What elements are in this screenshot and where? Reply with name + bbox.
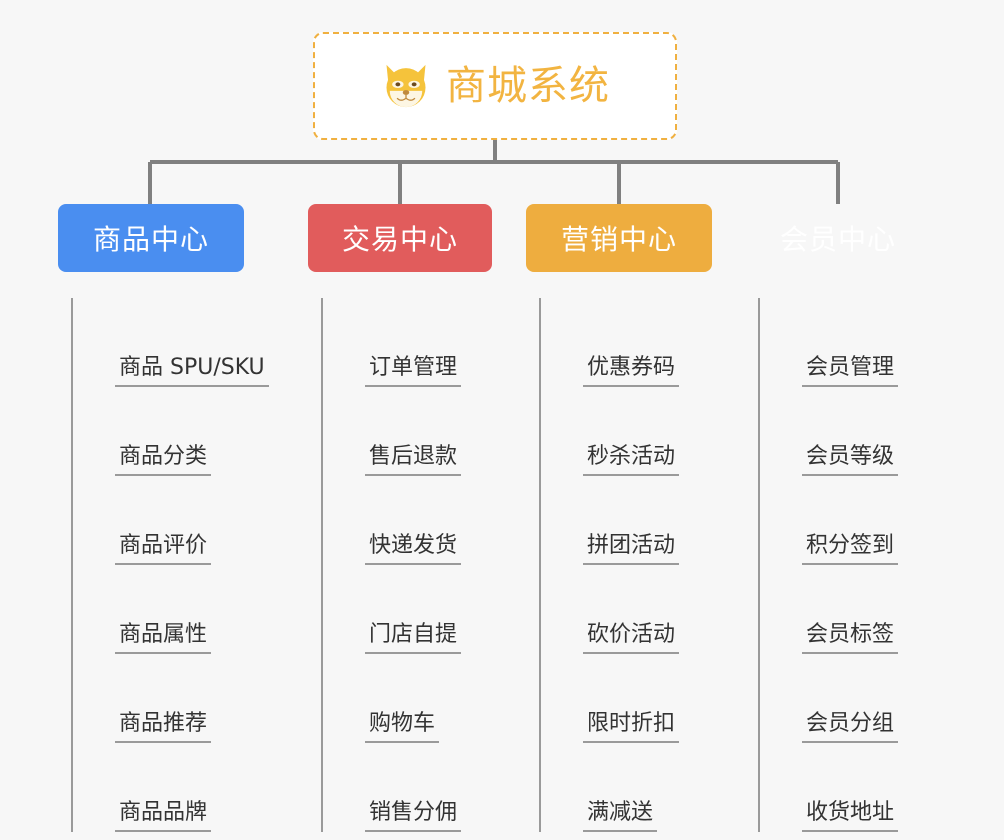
- list-item[interactable]: 收货地址: [760, 743, 931, 832]
- leaf-label: 门店自提: [365, 621, 462, 654]
- branch-column-0: 商品中心 商品 SPU/SKU 商品分类 商品评价 商品属性 商品推荐 商品品牌: [58, 204, 269, 832]
- root-node[interactable]: 商城系统: [313, 32, 677, 140]
- leaf-label: 拼团活动: [583, 532, 680, 565]
- branch-header-label-3: 会员中心: [779, 223, 896, 256]
- branch-header-2[interactable]: 营销中心: [526, 204, 712, 272]
- leaf-label: 会员管理: [802, 354, 899, 387]
- leaf-label: 商品品牌: [115, 799, 212, 832]
- leaf-label: 积分签到: [802, 532, 899, 565]
- list-item[interactable]: 购物车: [323, 654, 492, 743]
- branch-column-2: 营销中心 优惠券码 秒杀活动 拼团活动 砍价活动 限时折扣 满减送: [526, 204, 712, 832]
- leaf-label: 限时折扣: [583, 710, 680, 743]
- list-item[interactable]: 秒杀活动: [541, 387, 712, 476]
- list-item[interactable]: 商品推荐: [73, 654, 244, 743]
- leaf-label: 商品分类: [115, 443, 212, 476]
- list-item[interactable]: 满减送: [541, 743, 712, 832]
- list-item[interactable]: 砍价活动: [541, 565, 712, 654]
- branch-column-1: 交易中心 订单管理 售后退款 快递发货 门店自提 购物车 销售分佣: [308, 204, 492, 832]
- branch-column-3: 会员中心 会员管理 会员等级 积分签到 会员标签 会员分组 收货地址: [745, 204, 931, 832]
- leaf-label: 销售分佣: [365, 799, 462, 832]
- list-item[interactable]: 优惠券码: [541, 298, 712, 387]
- branch-spine-3: [758, 298, 760, 832]
- leaf-label: 满减送: [583, 799, 658, 832]
- root-title: 商城系统: [446, 63, 610, 109]
- leaf-label: 商品评价: [115, 532, 212, 565]
- branch-header-label-1: 交易中心: [341, 223, 458, 256]
- branch-header-3[interactable]: 会员中心: [745, 204, 931, 272]
- leaf-label: 秒杀活动: [583, 443, 680, 476]
- branch-items-2: 优惠券码 秒杀活动 拼团活动 砍价活动 限时折扣 满减送: [539, 298, 712, 832]
- list-item[interactable]: 会员等级: [760, 387, 931, 476]
- list-item[interactable]: 会员分组: [760, 654, 931, 743]
- list-item[interactable]: 限时折扣: [541, 654, 712, 743]
- shiba-dog-face-icon: [386, 64, 426, 108]
- list-item[interactable]: 商品属性: [73, 565, 244, 654]
- leaf-label: 订单管理: [365, 354, 462, 387]
- leaf-label: 购物车: [365, 710, 440, 743]
- branch-items-1: 订单管理 售后退款 快递发货 门店自提 购物车 销售分佣: [321, 298, 492, 832]
- leaf-label: 会员等级: [802, 443, 899, 476]
- leaf-label: 优惠券码: [583, 354, 680, 387]
- list-item[interactable]: 快递发货: [323, 476, 492, 565]
- leaf-label: 收货地址: [802, 799, 899, 832]
- list-item[interactable]: 商品品牌: [73, 743, 244, 832]
- list-item[interactable]: 门店自提: [323, 565, 492, 654]
- list-item[interactable]: 拼团活动: [541, 476, 712, 565]
- branch-items-3: 会员管理 会员等级 积分签到 会员标签 会员分组 收货地址: [758, 298, 931, 832]
- list-item[interactable]: 积分签到: [760, 476, 931, 565]
- branch-spine-2: [539, 298, 541, 832]
- branch-items-0: 商品 SPU/SKU 商品分类 商品评价 商品属性 商品推荐 商品品牌: [71, 298, 269, 832]
- leaf-label: 会员分组: [802, 710, 899, 743]
- leaf-label: 砍价活动: [583, 621, 680, 654]
- list-item[interactable]: 商品 SPU/SKU: [73, 298, 269, 387]
- leaf-label: 会员标签: [802, 621, 899, 654]
- list-item[interactable]: 商品评价: [73, 476, 244, 565]
- list-item[interactable]: 会员管理: [760, 298, 931, 387]
- list-item[interactable]: 售后退款: [323, 387, 492, 476]
- branch-header-0[interactable]: 商品中心: [58, 204, 244, 272]
- leaf-label: 售后退款: [365, 443, 462, 476]
- leaf-label: 快递发货: [365, 532, 462, 565]
- list-item[interactable]: 会员标签: [760, 565, 931, 654]
- branch-spine-1: [321, 298, 323, 832]
- leaf-label: 商品推荐: [115, 710, 212, 743]
- branch-header-label-2: 营销中心: [560, 223, 677, 256]
- leaf-label: 商品 SPU/SKU: [115, 354, 269, 387]
- branch-header-1[interactable]: 交易中心: [308, 204, 492, 272]
- leaf-label: 商品属性: [115, 621, 212, 654]
- list-item[interactable]: 商品分类: [73, 387, 244, 476]
- branch-header-label-0: 商品中心: [92, 223, 209, 256]
- branch-spine-0: [71, 298, 73, 832]
- list-item[interactable]: 订单管理: [323, 298, 492, 387]
- list-item[interactable]: 销售分佣: [323, 743, 492, 832]
